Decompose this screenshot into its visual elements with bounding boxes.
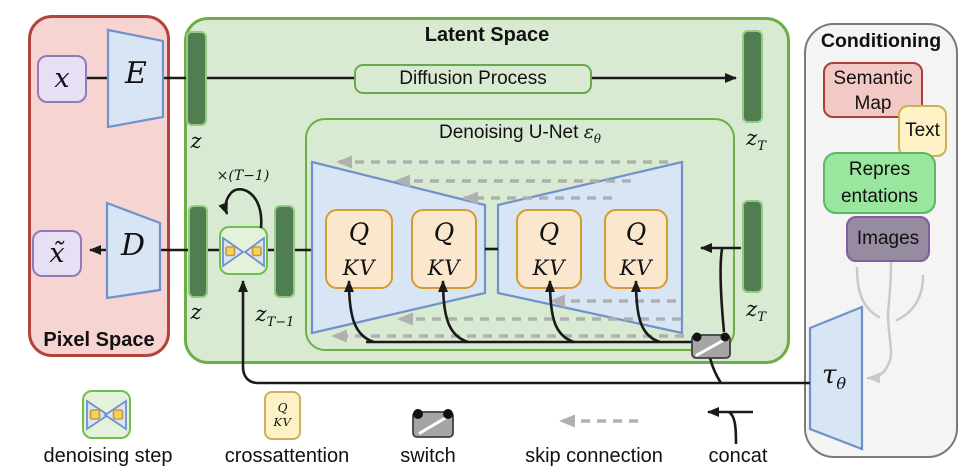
legend-switch-icon — [412, 409, 454, 438]
latent-zT-bar-top — [742, 30, 763, 123]
legend-denoising-step-icon — [82, 390, 131, 439]
zT-label-top: zT — [746, 126, 766, 155]
legend-label-skip-connection: skip connection — [525, 445, 663, 467]
conditioning-chip-text: Text — [898, 105, 947, 157]
z-label-top: z — [190, 129, 202, 153]
zT-label-right: zT — [746, 297, 766, 326]
pixel-space-title: Pixel Space — [43, 329, 155, 351]
encoder-label: E — [125, 56, 147, 91]
latent-z-bar-mid — [188, 205, 208, 298]
legend-label-concat: concat — [708, 445, 768, 467]
tau-encoder-label: τθ — [821, 360, 847, 394]
unet-title: Denoising U-Net εθ — [439, 121, 601, 146]
input-image-box: x — [37, 55, 87, 103]
diffusion-process-box: Diffusion Process — [354, 64, 592, 94]
conditioning-title: Conditioning — [820, 30, 942, 52]
legend-label-denoising-step: denoising step — [43, 445, 173, 467]
conditioning-chip-representations: Repres entations — [823, 152, 936, 214]
z-label-mid: z — [190, 300, 202, 324]
reconstructed-image-box: x̃ — [32, 230, 82, 277]
decoder-label: D — [120, 228, 146, 263]
legend-label-switch: switch — [400, 445, 456, 467]
latent-zT-bar-right — [742, 200, 763, 293]
latent-z-bar-top — [186, 31, 207, 126]
legend-concat-icon — [707, 407, 753, 445]
loop-count-label: ×(T−1) — [216, 168, 270, 184]
latent-space-title: Latent Space — [424, 24, 550, 46]
zTm1-label: zT−1 — [255, 302, 295, 331]
denoising-step-box — [219, 226, 268, 275]
legend-label-crossattention: crossattention — [224, 445, 350, 467]
latent-zTm1-bar — [274, 205, 295, 298]
conditioning-chip-images: Images — [846, 216, 930, 262]
